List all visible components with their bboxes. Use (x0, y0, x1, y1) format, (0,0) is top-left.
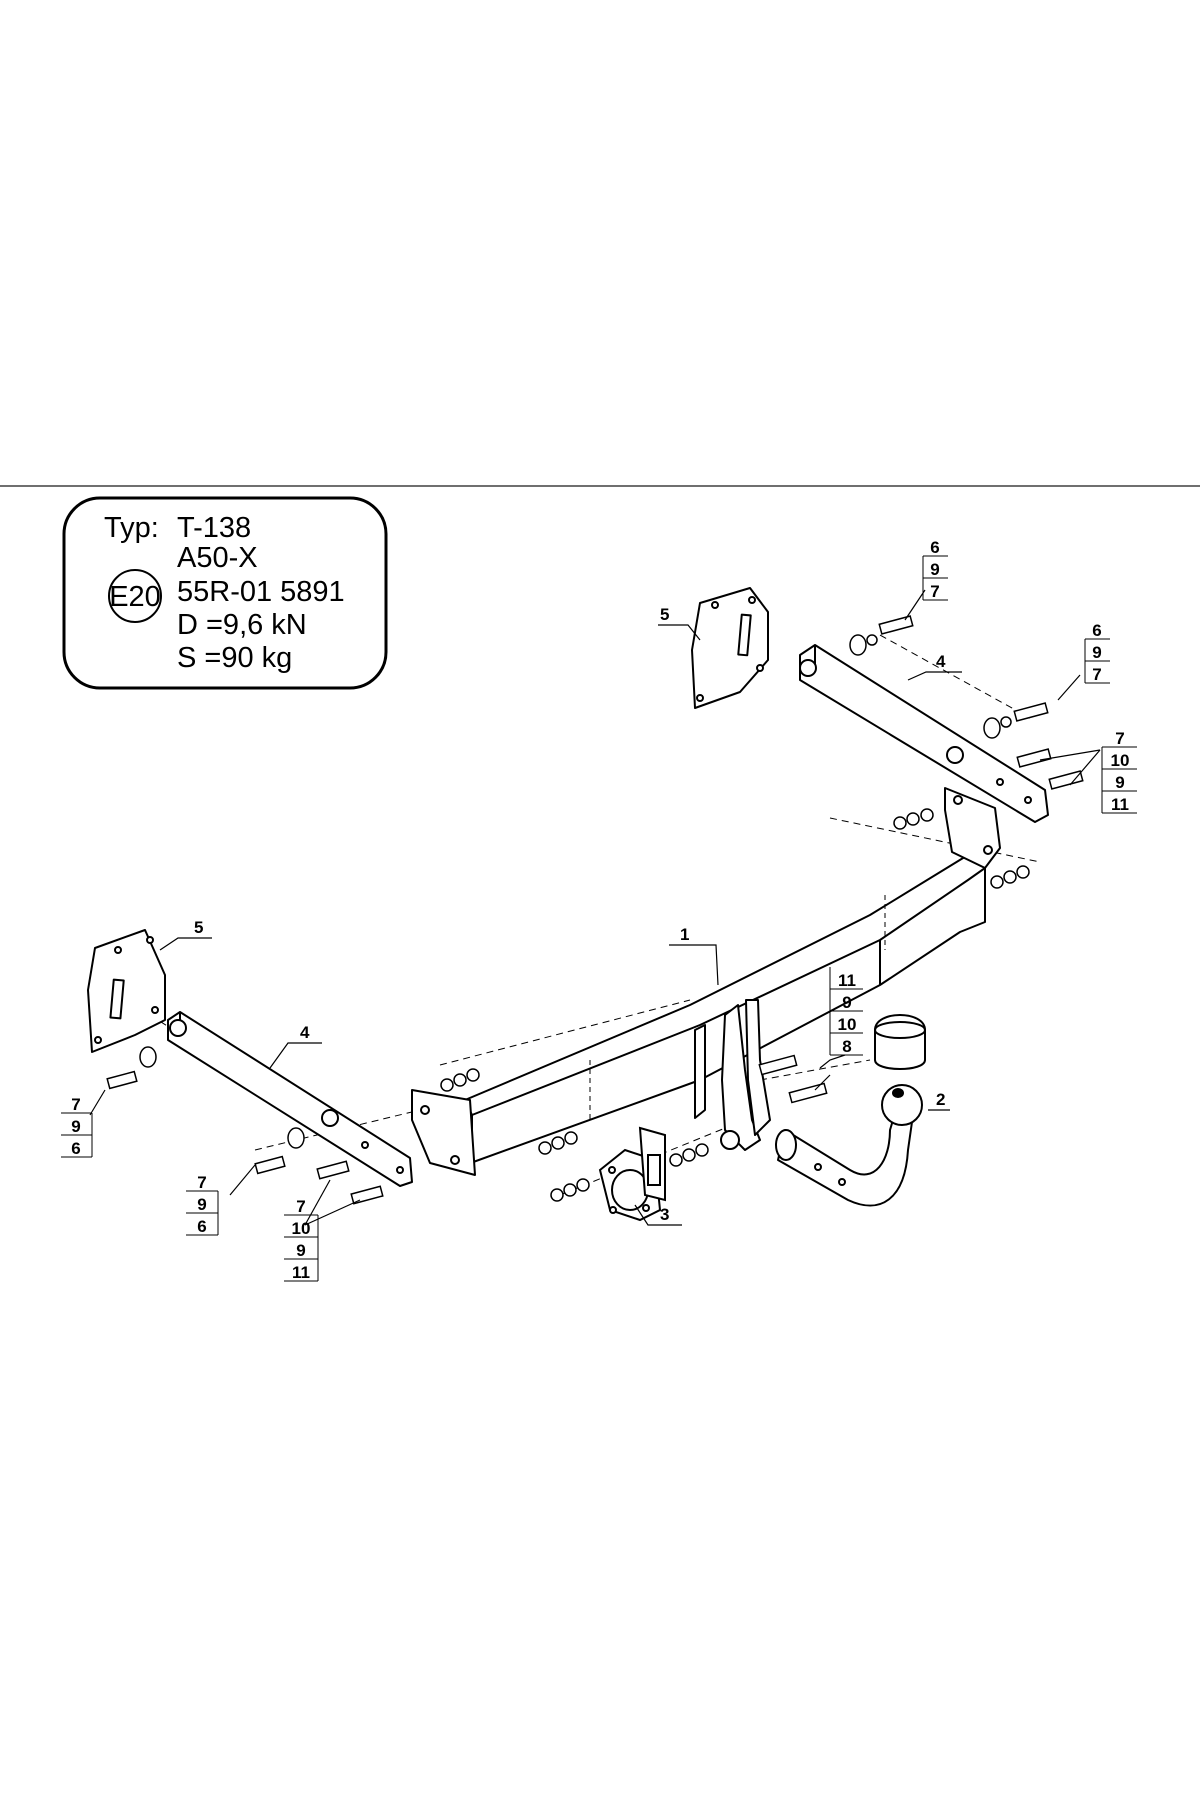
leader-lines (89, 589, 1101, 1226)
approval-number: 55R-01 5891 (177, 576, 345, 608)
centre-bracket (694, 999, 771, 1151)
type-label: Typ: (104, 512, 159, 544)
stack-left-c-item: 7 (296, 1197, 305, 1216)
stack-left-c-item: 9 (296, 1241, 305, 1260)
stack-mid-item: 8 (842, 1037, 851, 1056)
stack-left-a: 7 9 6 (61, 1095, 93, 1158)
ball-neck (775, 1014, 926, 1207)
stack-top-c-item: 10 (1111, 751, 1130, 770)
main-crossbeam (411, 787, 1001, 1176)
stack-mid-item: 11 (838, 971, 856, 990)
stack-left-b-item: 9 (197, 1195, 206, 1214)
callout-part-1: 1 (680, 925, 689, 944)
stack-top-a-item: 6 (930, 538, 939, 557)
stack-top-b: 6 9 7 (1084, 621, 1110, 684)
socket-plate (598, 1126, 666, 1222)
stack-left-c-item: 10 (292, 1219, 311, 1238)
left-side-arm (167, 1011, 413, 1187)
bracket-plate-right (691, 587, 769, 709)
stack-left-b: 7 9 6 (186, 1173, 219, 1236)
e-mark-circle (108, 569, 162, 623)
stack-top-a-item: 9 (930, 560, 939, 579)
callout-part-4-left: 4 (300, 1023, 310, 1042)
stack-mid-item: 10 (838, 1015, 857, 1034)
stack-top-c-item: 9 (1115, 773, 1124, 792)
fasteners (106, 615, 1084, 1205)
stack-left-a-item: 7 (71, 1095, 80, 1114)
stack-left-c: 7 10 9 11 (284, 1197, 319, 1282)
stack-left-a-item: 6 (71, 1139, 80, 1158)
callout-part-5-right: 5 (660, 605, 669, 624)
s-value: S =90 kg (177, 642, 292, 674)
callout-part-4-right: 4 (936, 652, 946, 671)
stack-top-c: 7 10 9 11 (1101, 729, 1137, 814)
approval-mark: E20 (109, 581, 161, 613)
stack-left-b-item: 6 (197, 1217, 206, 1236)
class-value: A50-X (177, 542, 258, 574)
callout-part-3: 3 (660, 1205, 669, 1224)
callout-part-2: 2 (936, 1090, 945, 1109)
d-value: D =9,6 kN (177, 609, 307, 641)
stack-mid: 11 9 10 8 (829, 967, 863, 1056)
stack-left-b-item: 7 (197, 1173, 206, 1192)
callout-part-5-left: 5 (194, 918, 203, 937)
stack-top-a: 6 9 7 (922, 538, 948, 601)
stack-top-b-item: 6 (1092, 621, 1101, 640)
callouts: 1 2 3 4 4 5 5 (194, 605, 946, 1224)
stack-mid-item: 9 (842, 993, 851, 1012)
stack-top-b-item: 7 (1092, 665, 1101, 684)
stack-top-b-item: 9 (1092, 643, 1101, 662)
bracket-plate-left (87, 929, 166, 1053)
type-value: T-138 (177, 512, 251, 544)
stack-left-c-item: 11 (292, 1263, 310, 1282)
right-side-arm (799, 644, 1049, 823)
stack-top-c-item: 11 (1111, 795, 1129, 814)
spec-box: Typ: T-138 A50-X E20 55R-01 5891 D =9,6 … (62, 496, 388, 690)
stack-top-a-item: 7 (930, 582, 939, 601)
stack-left-a-item: 9 (71, 1117, 80, 1136)
stack-top-c-item: 7 (1115, 729, 1124, 748)
top-divider (0, 485, 1200, 487)
